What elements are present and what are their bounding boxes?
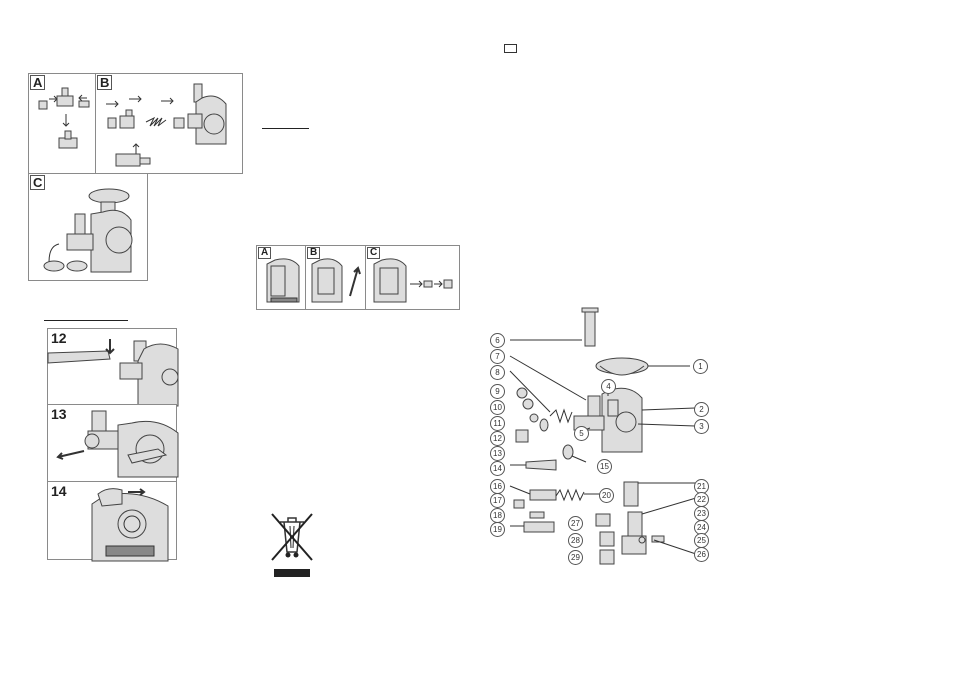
- panel-c-label: C: [30, 175, 46, 190]
- callout-22: 22: [694, 492, 709, 507]
- mincer-rotate-icon: [91, 488, 169, 562]
- callout-12: 12: [490, 431, 505, 446]
- callout-1: 1: [693, 359, 708, 374]
- panel-a-label: A: [30, 75, 46, 90]
- juicer-parts-removed-icon: [373, 258, 453, 303]
- callout-14: 14: [490, 461, 505, 476]
- callout-18: 18: [490, 508, 505, 523]
- juicer-front-view-icon: [266, 258, 300, 303]
- fig2-c-label: C: [367, 247, 381, 259]
- juicer-cover-removed-icon: [311, 258, 361, 303]
- callout-15: 15: [597, 459, 612, 474]
- callout-9: 9: [490, 384, 505, 399]
- exploded-parts-diagram: [509, 307, 697, 565]
- figure-3-step-14: 14: [47, 481, 177, 562]
- callout-25: 25: [694, 533, 709, 548]
- panel-b-label: B: [97, 75, 113, 90]
- callout-11: 11: [490, 416, 505, 431]
- figure-1-panel-c: C: [28, 173, 148, 281]
- juicer-assembly-steps-icon: [106, 83, 227, 167]
- fig2-a-label: A: [258, 247, 272, 259]
- step-14-label: 14: [51, 483, 67, 499]
- callout-5: 5: [574, 426, 589, 441]
- callout-7: 7: [490, 349, 505, 364]
- juicer-parts-assembly-icon: [38, 87, 90, 149]
- callout-19: 19: [490, 522, 505, 537]
- callout-10: 10: [490, 400, 505, 415]
- step-12-label: 12: [51, 330, 67, 346]
- figure-2-panel-a: A: [256, 245, 306, 310]
- callout-16: 16: [490, 479, 505, 494]
- figure-1-panel-a: A: [28, 73, 96, 174]
- mincer-lock-icon: [56, 410, 179, 478]
- fig2-b-label: B: [307, 247, 321, 259]
- callout-6: 6: [490, 333, 505, 348]
- page-marker-box: [504, 44, 517, 53]
- callout-3: 3: [694, 419, 709, 434]
- crossed-out-wheelie-bin-icon: [271, 513, 313, 577]
- callout-20: 20: [599, 488, 614, 503]
- callout-26: 26: [694, 547, 709, 562]
- callout-23: 23: [694, 506, 709, 521]
- mincer-attach-icon: [47, 339, 179, 407]
- figure-1-panel-b: B: [95, 73, 243, 174]
- step-13-label: 13: [51, 406, 67, 422]
- callout-27: 27: [568, 516, 583, 531]
- figure-3-step-12: 12: [47, 328, 179, 407]
- assembled-juicer-icon: [43, 188, 133, 273]
- callout-2: 2: [694, 402, 709, 417]
- figure-3-step-13: 13: [47, 404, 179, 482]
- figure-2-panel-c: C: [365, 245, 460, 310]
- section-underline: [262, 128, 309, 129]
- callout-28: 28: [568, 533, 583, 548]
- callout-29: 29: [568, 550, 583, 565]
- figure-2-panel-b: B: [305, 245, 366, 310]
- section-underline-2: [44, 320, 128, 321]
- callout-4: 4: [601, 379, 616, 394]
- callout-8: 8: [490, 365, 505, 380]
- callout-17: 17: [490, 493, 505, 508]
- callout-24: 24: [694, 520, 709, 535]
- callout-13: 13: [490, 446, 505, 461]
